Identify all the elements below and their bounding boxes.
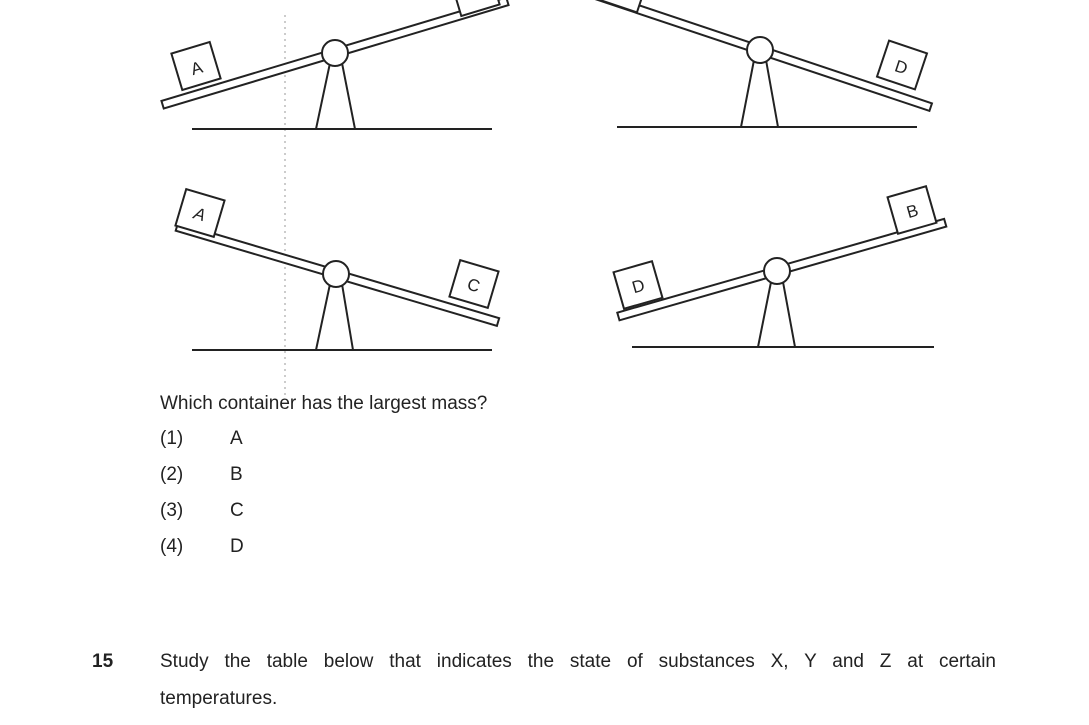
option-number: (2): [160, 464, 184, 485]
box-label: D: [892, 56, 910, 78]
question-text-line-1: Study the table below that indicates the…: [160, 651, 996, 672]
box-label: B: [904, 201, 920, 222]
fulcrum: [314, 283, 355, 351]
option-number: (3): [160, 500, 184, 521]
pivot: [746, 36, 774, 64]
option-label: D: [230, 536, 244, 557]
box-d: D: [612, 259, 664, 311]
fulcrum: [739, 59, 780, 128]
box-a: A: [170, 40, 222, 92]
option-number: (1): [160, 428, 184, 449]
pivot: [321, 39, 349, 67]
box-label: D: [630, 276, 647, 298]
seesaw-2: D: [586, 0, 934, 128]
seesaw-3: A C: [174, 187, 501, 351]
box-partial-top: [449, 0, 501, 18]
option-label: C: [230, 500, 244, 521]
box-label: A: [190, 203, 207, 225]
box-partial-top: [597, 0, 651, 14]
box-label: C: [465, 275, 482, 297]
question-prompt: Which container has the largest mass?: [160, 393, 488, 414]
seesaw-diagrams: A D: [160, 0, 948, 395]
fulcrum: [314, 62, 357, 130]
box-c: C: [448, 258, 500, 310]
box-d: D: [875, 39, 929, 91]
question-number: 15: [92, 651, 114, 672]
question-text-line-2: temperatures.: [160, 688, 278, 709]
fulcrum: [756, 281, 797, 348]
pivot: [322, 260, 350, 288]
option-label: A: [230, 428, 243, 449]
seesaw-4: D B: [612, 184, 948, 348]
option-number: (4): [160, 536, 184, 557]
pivot: [763, 257, 791, 285]
box-a: A: [174, 187, 226, 239]
box-b: B: [886, 184, 938, 236]
option-label: B: [230, 464, 243, 485]
seesaw-1: A: [160, 0, 510, 130]
